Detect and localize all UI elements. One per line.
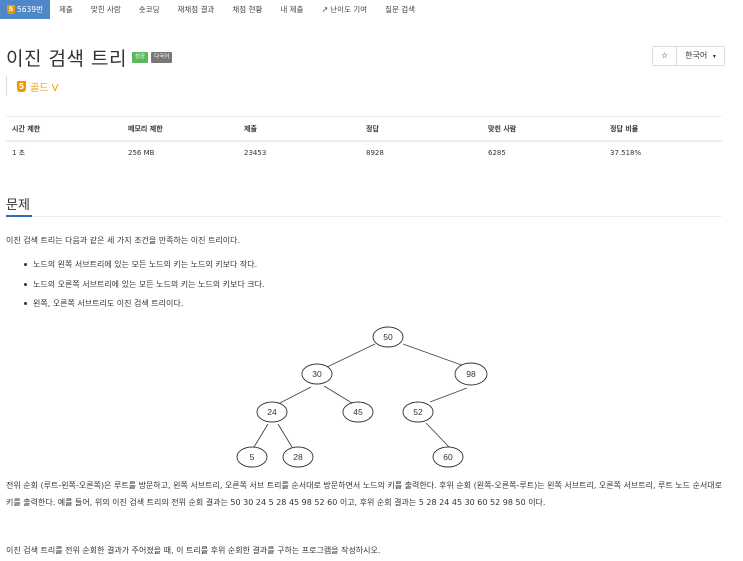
task-statement: 이진 검색 트리를 전위 순회한 결과가 주어졌을 때, 이 트리를 후위 순회…	[6, 546, 381, 555]
solvers-value: 6285	[488, 149, 506, 157]
condition-item: 왼쪽, 오른쪽 서브트리도 이진 검색 트리이다.	[24, 297, 722, 311]
accept-ratio-value: 37.518%	[610, 149, 642, 157]
status-badge-multilingual: 다국어	[151, 52, 173, 63]
problem-nav: 5 5639번 제출 맞힌 사람 숏코딩 재채점 결과 채점 현황 내 제출 ↗…	[0, 0, 743, 19]
nav-difficulty-label: 난이도 기여	[330, 5, 368, 14]
nav-submit[interactable]: 제출	[59, 5, 73, 14]
title-row: 이진 검색 트리 성공 다국어	[6, 44, 173, 71]
header-memory-limit: 메모리 제한	[122, 116, 238, 142]
tree-node: 24	[267, 407, 277, 417]
condition-list: 노드의 왼쪽 서브트리에 있는 모든 노드의 키는 노드의 키보다 작다. 노드…	[24, 258, 722, 311]
table-row: 1 초 256 MB 23453 8928 6285 37.518%	[6, 141, 722, 165]
header-actions: ☆ 한국어 ▾	[652, 46, 725, 66]
header-time-limit: 시간 제한	[6, 116, 122, 142]
header-submissions: 제출	[238, 116, 360, 142]
condition-item: 노드의 오른쪽 서브트리에 있는 모든 노드의 키는 노드의 키보다 크다.	[24, 278, 722, 292]
chevron-down-icon: ▾	[712, 53, 716, 60]
external-link-icon: ↗	[321, 5, 329, 14]
problem-info-table: 시간 제한 메모리 제한 제출 정답 맞힌 사람 정답 비율 1 초 256 M…	[6, 116, 722, 165]
traversal-description: 전위 순회 (루트-왼쪽-오른쪽)은 루트를 방문하고, 왼쪽 서브트리, 오른…	[6, 481, 723, 507]
header-accept-ratio: 정답 비율	[604, 116, 722, 142]
bst-diagram: 50 30 98 24 45 52 5 28 60	[236, 326, 488, 468]
tier-badge-icon: 5	[7, 5, 15, 14]
time-limit-value: 1 초	[12, 149, 26, 157]
problem-intro: 이진 검색 트리는 다음과 같은 세 가지 조건을 만족하는 이진 트리이다.	[6, 236, 241, 245]
nav-difficulty-contribute[interactable]: ↗ 난이도 기여	[312, 0, 376, 19]
gold-tier-icon: 5	[17, 80, 26, 92]
nav-problem-id-label: 5639번	[17, 5, 43, 14]
table-header-row: 시간 제한 메모리 제한 제출 정답 맞힌 사람 정답 비율	[6, 116, 722, 142]
nav-short-coding[interactable]: 숏코딩	[138, 5, 160, 14]
nav-question-search[interactable]: 질문 검색	[385, 5, 416, 14]
nav-judge-status[interactable]: 채점 현황	[232, 5, 263, 14]
tree-node: 30	[312, 369, 322, 379]
nav-my-submissions[interactable]: 내 제출	[280, 5, 304, 14]
status-badge-success: 성공	[131, 52, 149, 63]
tier-indicator: 5 골드 V	[6, 76, 58, 96]
page-title: 이진 검색 트리	[6, 48, 127, 70]
tier-text: 골드 V	[30, 82, 59, 94]
tree-node: 98	[466, 369, 476, 379]
problem-section-header: 문제	[6, 194, 722, 217]
tree-node: 60	[443, 452, 453, 462]
problem-body: 이진 검색 트리는 다음과 같은 세 가지 조건을 만족하는 이진 트리이다. …	[6, 234, 722, 317]
star-icon: ☆	[661, 51, 669, 60]
submissions-value: 23453	[244, 149, 267, 157]
tree-node: 45	[353, 407, 363, 417]
section-title: 문제	[6, 194, 32, 217]
language-dropdown[interactable]: 한국어 ▾	[676, 47, 724, 65]
tree-node: 50	[383, 332, 393, 342]
header-solvers: 맞힌 사람	[482, 116, 604, 142]
header-accepted: 정답	[360, 116, 482, 142]
tree-node: 52	[413, 407, 423, 417]
tree-node: 5	[250, 452, 255, 462]
nav-solvers[interactable]: 맞힌 사람	[90, 5, 121, 14]
memory-limit-value: 256 MB	[128, 149, 155, 157]
favorite-button[interactable]: ☆	[653, 47, 677, 65]
language-label: 한국어	[685, 51, 708, 60]
accepted-value: 8928	[366, 149, 384, 157]
nav-problem-id[interactable]: 5 5639번	[0, 0, 50, 19]
condition-item: 노드의 왼쪽 서브트리에 있는 모든 노드의 키는 노드의 키보다 작다.	[24, 258, 722, 272]
nav-rejudge-results[interactable]: 재채점 결과	[177, 5, 215, 14]
tree-node: 28	[293, 452, 303, 462]
